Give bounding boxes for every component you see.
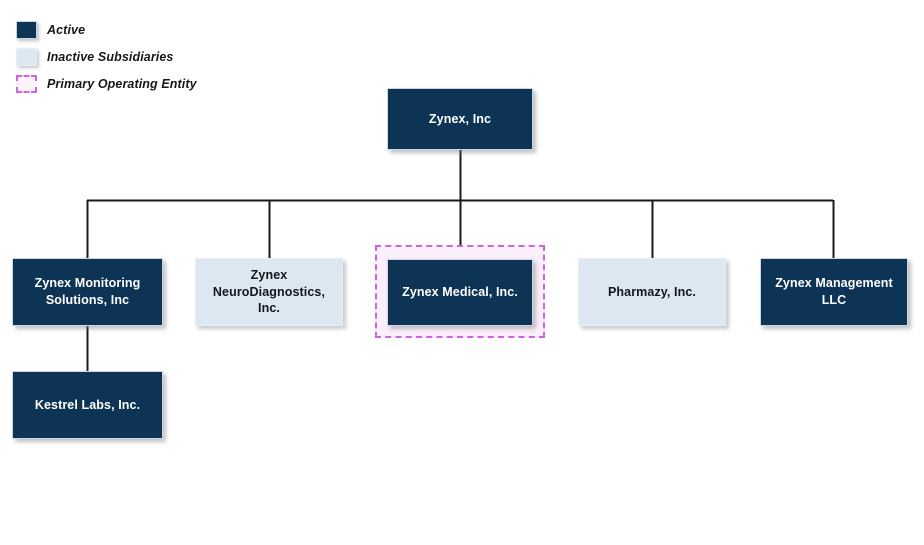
org-node-label: Zynex Monitoring Solutions, Inc <box>34 276 141 307</box>
org-node-kestrel-labs[interactable]: Kestrel Labs, Inc. <box>12 371 163 439</box>
org-node-label: Zynex Medical, Inc. <box>402 285 518 300</box>
legend-swatch-inactive-icon <box>16 47 37 66</box>
org-node-label: Kestrel Labs, Inc. <box>34 397 141 412</box>
legend: Active Inactive Subsidiaries Primary Ope… <box>16 16 276 97</box>
legend-swatch-primary-icon <box>16 74 37 93</box>
legend-item-inactive: Inactive Subsidiaries <box>16 43 276 70</box>
legend-label-inactive: Inactive Subsidiaries <box>47 49 174 64</box>
org-node-zynex-management[interactable]: Zynex Management LLC <box>760 258 908 326</box>
legend-label-primary: Primary Operating Entity <box>47 76 197 91</box>
legend-swatch-active-icon <box>16 20 37 39</box>
legend-item-active: Active <box>16 16 276 43</box>
legend-item-primary: Primary Operating Entity <box>16 70 276 97</box>
legend-label-active: Active <box>47 22 86 37</box>
org-node-pharmazy[interactable]: Pharmazy, Inc. <box>578 258 726 326</box>
org-node-zynex-neurodiagnostics[interactable]: Zynex NeuroDiagnostics, Inc. <box>195 258 343 326</box>
org-node-label: Zynex NeuroDiagnostics, Inc. <box>212 267 326 316</box>
org-node-zynex-inc[interactable]: Zynex, Inc <box>387 88 533 150</box>
org-node-zynex-monitoring-solutions[interactable]: Zynex Monitoring Solutions, Inc <box>12 258 163 326</box>
org-node-label: Zynex, Inc <box>428 111 492 126</box>
org-node-label: Pharmazy, Inc. <box>607 284 696 299</box>
org-node-zynex-medical[interactable]: Zynex Medical, Inc. <box>387 259 533 326</box>
org-node-label: Zynex Management LLC <box>775 276 893 307</box>
